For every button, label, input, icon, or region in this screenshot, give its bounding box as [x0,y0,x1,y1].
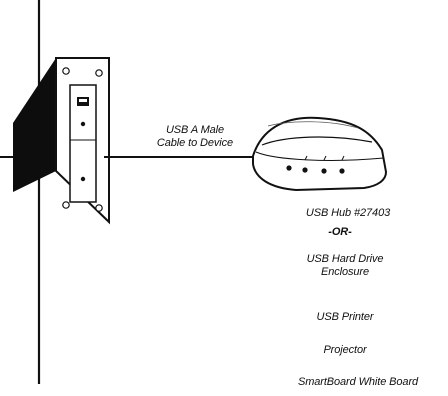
cable-label: USB A Male Cable to Device [140,124,250,150]
cable-label-line1: USB A Male [165,124,225,136]
hdd-label-line1: USB Hard Drive [306,253,384,265]
cable-label-line2: Cable to Device [156,137,234,149]
hdd-label: USB Hard Drive Enclosure [285,253,405,279]
projector-label: Projector [323,344,367,356]
printer-label: USB Printer [316,311,374,323]
or-label: -OR- [328,226,352,238]
hdd-label-line2: Enclosure [320,266,369,278]
usb-hub-device-icon [252,116,388,192]
usb-wall-plate-icon [13,57,110,225]
hub-label: USB Hub #27403 [305,207,391,219]
smartboard-label: SmartBoard White Board [297,376,419,388]
